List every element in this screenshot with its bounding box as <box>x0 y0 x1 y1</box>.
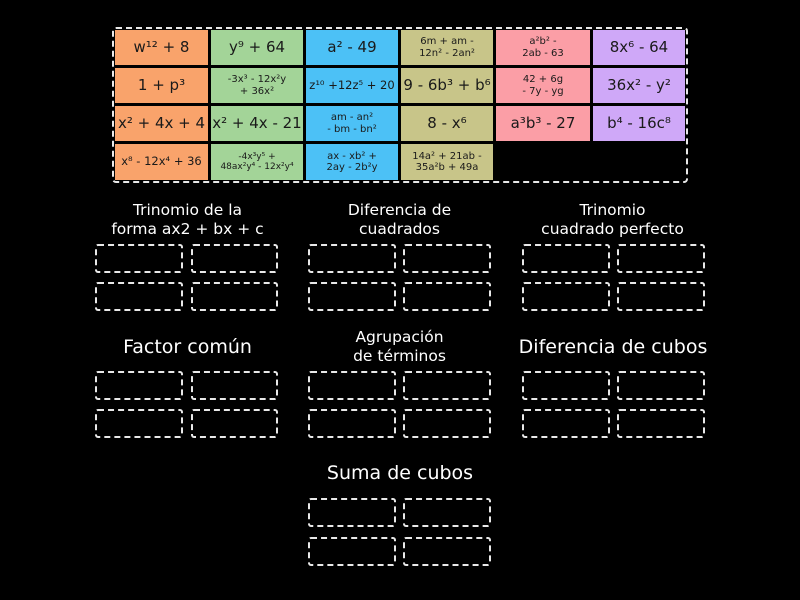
drop-zone-trinomio-forma-3[interactable] <box>95 282 183 311</box>
tile-label: 6m + am - 12n² - 2an² <box>419 36 475 59</box>
drop-zone-trinomio-cuadrado-perfecto-2[interactable] <box>617 244 705 273</box>
drop-zone-diferencia-cubos-2[interactable] <box>617 371 705 400</box>
tile-label: -3x³ - 12x²y + 36x² <box>227 74 287 97</box>
tile-label: 42 + 6g - 7y - yg <box>522 74 564 97</box>
tile-label: 14a² + 21ab - 35a²b + 49a <box>412 150 482 174</box>
tile-label: 8x⁶ - 64 <box>609 37 669 56</box>
tile-10[interactable]: 42 + 6g - 7y - yg <box>496 68 590 103</box>
tile-label: z¹⁰ +12z⁵ + 20 <box>309 77 395 92</box>
drop-zone-factor-comun-1[interactable] <box>95 371 183 400</box>
drop-zone-suma-cubos-4[interactable] <box>403 537 491 566</box>
drop-zone-trinomio-forma-4[interactable] <box>191 282 278 311</box>
tile-label: ax - xb² + 2ay - 2b²y <box>326 150 378 174</box>
tile-4[interactable]: a²b² - 2ab - 63 <box>496 30 590 65</box>
tile-label: a²b² - 2ab - 63 <box>522 36 564 59</box>
tile-label: 8 - x⁶ <box>427 113 467 132</box>
tile-label: w¹² + 8 <box>133 37 190 56</box>
tile-15[interactable]: 8 - x⁶ <box>401 106 493 141</box>
tile-label: 9 - 6b³ + b⁶ <box>403 75 491 94</box>
drop-zone-trinomio-forma-2[interactable] <box>191 244 278 273</box>
drop-zone-diferencia-cubos-3[interactable] <box>522 409 610 438</box>
tile-19[interactable]: -4x³y⁵ + 48ax²y⁴ - 12x²y⁴ <box>211 144 303 180</box>
drop-zone-agrupacion-terminos-3[interactable] <box>308 409 396 438</box>
drop-zone-diferencia-cuadrados-2[interactable] <box>403 244 491 273</box>
drop-zone-trinomio-forma-1[interactable] <box>95 244 183 273</box>
drop-zone-trinomio-cuadrado-perfecto-1[interactable] <box>522 244 610 273</box>
drop-zone-diferencia-cubos-4[interactable] <box>617 409 705 438</box>
tile-label: 36x² - y² <box>607 75 671 94</box>
tile-label: x² + 4x - 21 <box>212 113 302 132</box>
drop-zone-diferencia-cuadrados-4[interactable] <box>403 282 491 311</box>
tile-label: am - an² - bm - bn² <box>327 112 377 135</box>
tile-17[interactable]: b⁴ - 16c⁸ <box>593 106 685 141</box>
drop-zone-suma-cubos-3[interactable] <box>308 537 396 566</box>
drop-zone-agrupacion-terminos-4[interactable] <box>403 409 491 438</box>
tile-9[interactable]: 9 - 6b³ + b⁶ <box>401 68 493 103</box>
tile-label: x⁸ - 12x⁴ + 36 <box>121 154 202 169</box>
group-title-agrupacion-terminos: Agrupación de términos <box>353 328 446 365</box>
tile-7[interactable]: -3x³ - 12x²y + 36x² <box>211 68 303 103</box>
drop-zone-factor-comun-3[interactable] <box>95 409 183 438</box>
tile-12[interactable]: x² + 4x + 4 <box>115 106 208 141</box>
drop-zone-agrupacion-terminos-2[interactable] <box>403 371 491 400</box>
group-title-suma-cubos: Suma de cubos <box>326 462 474 484</box>
tile-2[interactable]: a² - 49 <box>306 30 398 65</box>
tile-label: x² + 4x + 4 <box>117 113 206 132</box>
drop-zone-agrupacion-terminos-1[interactable] <box>308 371 396 400</box>
tile-13[interactable]: x² + 4x - 21 <box>211 106 303 141</box>
tile-1[interactable]: y⁹ + 64 <box>211 30 303 65</box>
drop-zone-diferencia-cuadrados-1[interactable] <box>308 244 396 273</box>
group-title-diferencia-cuadrados: Diferencia de cuadrados <box>347 201 452 238</box>
tile-8[interactable]: z¹⁰ +12z⁵ + 20 <box>306 68 398 103</box>
tile-label: 1 + p³ <box>137 75 186 94</box>
group-title-diferencia-cubos: Diferencia de cubos <box>518 336 708 358</box>
tile-16[interactable]: a³b³ - 27 <box>496 106 590 141</box>
drop-zone-trinomio-cuadrado-perfecto-4[interactable] <box>617 282 705 311</box>
drop-zone-suma-cubos-2[interactable] <box>403 498 491 527</box>
tile-label: a² - 49 <box>327 37 377 56</box>
drop-zone-diferencia-cubos-1[interactable] <box>522 371 610 400</box>
drop-zone-trinomio-cuadrado-perfecto-3[interactable] <box>522 282 610 311</box>
tile-6[interactable]: 1 + p³ <box>115 68 208 103</box>
tile-label: b⁴ - 16c⁸ <box>607 113 671 132</box>
tile-11[interactable]: 36x² - y² <box>593 68 685 103</box>
tile-20[interactable]: ax - xb² + 2ay - 2b²y <box>306 144 398 180</box>
tile-3[interactable]: 6m + am - 12n² - 2an² <box>401 30 493 65</box>
tile-5[interactable]: 8x⁶ - 64 <box>593 30 685 65</box>
group-title-trinomio-forma: Trinomio de la forma ax2 + bx + c <box>111 201 264 238</box>
drop-zone-factor-comun-4[interactable] <box>191 409 278 438</box>
tile-14[interactable]: am - an² - bm - bn² <box>306 106 398 141</box>
tile-21[interactable]: 14a² + 21ab - 35a²b + 49a <box>401 144 493 180</box>
drop-zone-suma-cubos-1[interactable] <box>308 498 396 527</box>
tile-pool <box>112 27 688 183</box>
tile-label: -4x³y⁵ + 48ax²y⁴ - 12x²y⁴ <box>220 151 294 172</box>
tile-18[interactable]: x⁸ - 12x⁴ + 36 <box>115 144 208 180</box>
tile-0[interactable]: w¹² + 8 <box>115 30 208 65</box>
drop-zone-diferencia-cuadrados-3[interactable] <box>308 282 396 311</box>
group-title-trinomio-cuadrado-perfecto: Trinomio cuadrado perfecto <box>541 201 684 238</box>
group-title-factor-comun: Factor común <box>123 336 252 358</box>
tile-label: a³b³ - 27 <box>510 113 576 132</box>
tile-label: y⁹ + 64 <box>228 37 286 56</box>
drop-zone-factor-comun-2[interactable] <box>191 371 278 400</box>
